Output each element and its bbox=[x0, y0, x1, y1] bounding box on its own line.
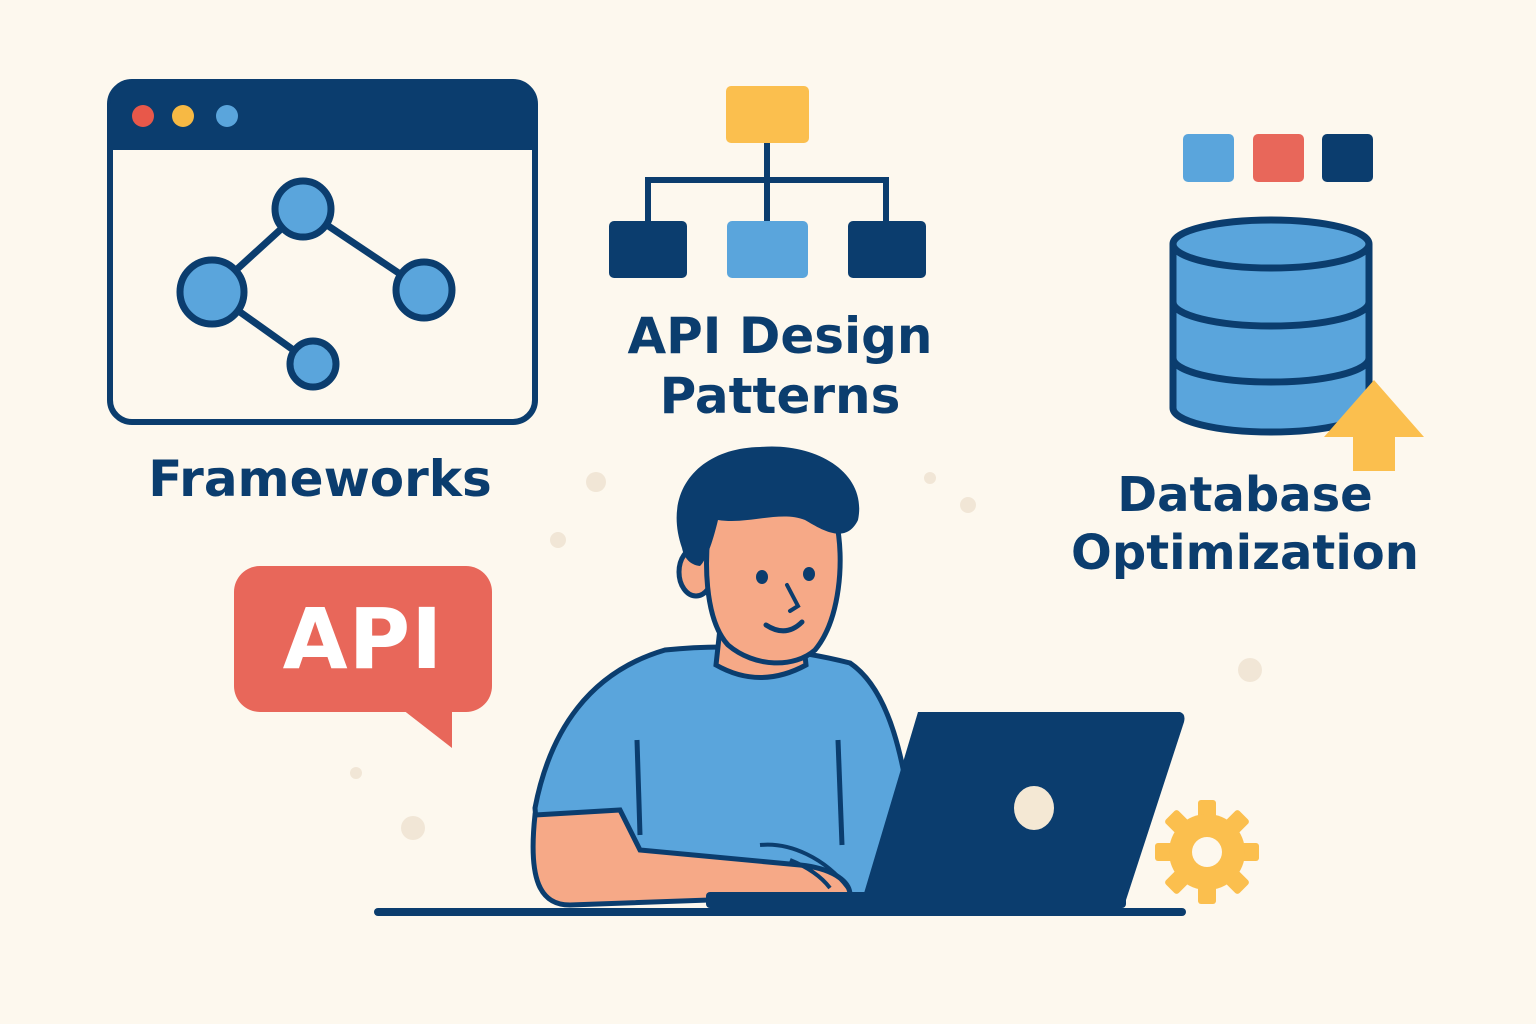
eye-right bbox=[803, 567, 815, 581]
window-dot-yellow bbox=[172, 105, 194, 127]
hierarchy-middle-node bbox=[727, 221, 808, 278]
color-swatches-icon bbox=[1183, 134, 1373, 182]
hierarchy-left-node bbox=[609, 221, 687, 278]
api-design-line: API Design bbox=[627, 307, 933, 365]
network-graph-icon bbox=[176, 177, 456, 391]
gear-icon bbox=[1155, 800, 1259, 904]
api-design-patterns-label: API Design Patterns bbox=[580, 306, 980, 426]
database-line: Database bbox=[1117, 467, 1373, 523]
window-dot-blue bbox=[216, 105, 238, 127]
hierarchy-diagram-icon bbox=[609, 86, 926, 278]
database-optimization-label: Database Optimization bbox=[1040, 466, 1450, 582]
laptop-icon bbox=[706, 712, 1185, 908]
eye-left bbox=[756, 570, 768, 584]
hierarchy-top-node bbox=[726, 86, 809, 143]
frameworks-label: Frameworks bbox=[148, 450, 492, 508]
window-dot-red bbox=[132, 105, 154, 127]
patterns-line: Patterns bbox=[659, 367, 901, 425]
up-arrow-icon bbox=[1324, 380, 1424, 471]
database-icon bbox=[1169, 216, 1373, 436]
api-bubble-text: API bbox=[282, 590, 444, 688]
hierarchy-right-node bbox=[848, 221, 926, 278]
speech-bubble bbox=[234, 566, 492, 748]
background-dots bbox=[350, 472, 1262, 840]
laptop-logo bbox=[1014, 786, 1054, 830]
optimization-line: Optimization bbox=[1071, 525, 1419, 581]
hair bbox=[676, 446, 860, 566]
smile bbox=[763, 619, 805, 634]
developer-person bbox=[530, 446, 918, 908]
browser-window-icon bbox=[107, 79, 538, 425]
